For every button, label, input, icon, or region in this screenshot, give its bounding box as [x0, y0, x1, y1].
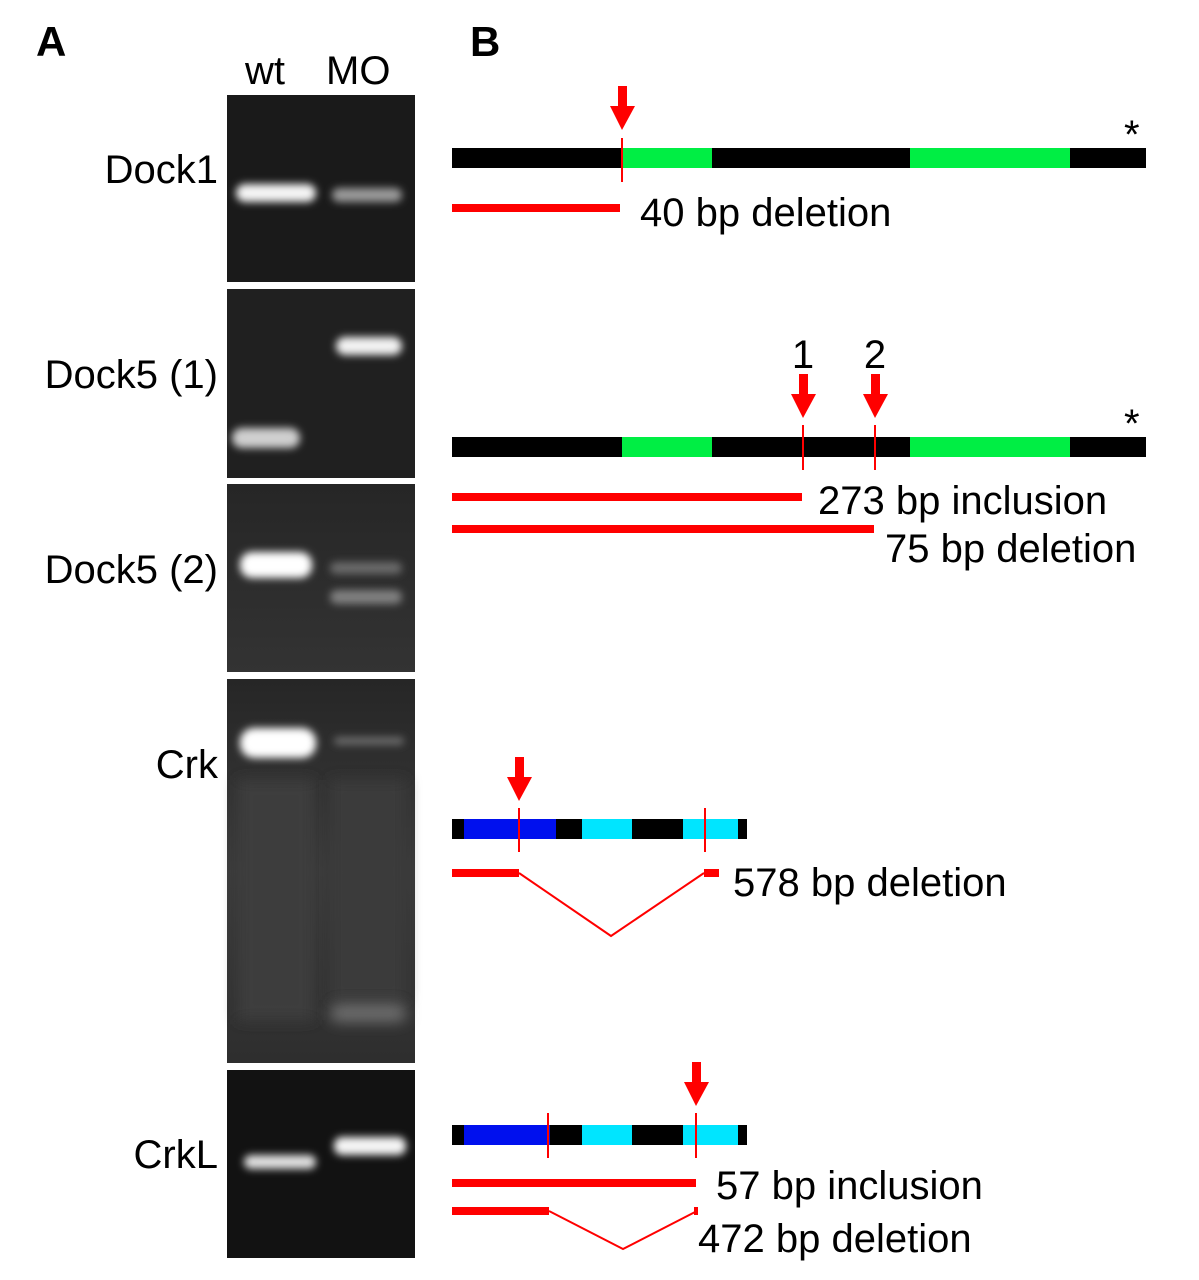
band-mo: [332, 188, 402, 202]
transcript-crk: 578 bp deletion: [452, 757, 1007, 938]
product-note: 40 bp deletion: [640, 191, 891, 235]
gel-label-dock5-2: Dock5 (2): [45, 548, 218, 592]
band-mo-faint: [334, 737, 404, 745]
segment-green: [910, 148, 1070, 168]
band-mo: [334, 1137, 406, 1155]
gel-label-dock5-1: Dock5 (1): [45, 353, 218, 397]
stop-asterisk: *: [1124, 402, 1140, 446]
lane-label-mo: MO: [326, 49, 390, 93]
segment-green: [910, 437, 1070, 457]
splice-connector: [518, 872, 705, 938]
product-note-1: 273 bp inclusion: [818, 479, 1107, 523]
smear-mo: [330, 780, 406, 1000]
segment-green: [622, 148, 712, 168]
band-wt: [236, 184, 316, 202]
down-arrow-icon: [684, 1062, 709, 1106]
segment-cyan: [683, 819, 738, 839]
down-arrow-icon: [791, 374, 816, 418]
down-arrow-icon: [610, 86, 635, 130]
band-mo-low: [330, 1004, 406, 1022]
down-arrow-icon: [507, 757, 532, 801]
band-mo: [336, 337, 402, 355]
product-bar-2-left: [452, 1207, 549, 1215]
product-note: 578 bp deletion: [733, 861, 1007, 905]
band-wt: [244, 1155, 316, 1169]
product-bar-1: [452, 1179, 696, 1187]
gel-dock1: [227, 95, 415, 282]
segment-cyan: [582, 819, 632, 839]
product-bar-1: [452, 493, 802, 501]
band-mo-upper: [330, 562, 402, 574]
gel-crkl: [227, 1070, 415, 1258]
panel-b-label: B: [470, 18, 500, 65]
gel-dock5-2: [227, 484, 415, 672]
gel-label-crkl: CrkL: [134, 1133, 218, 1177]
band-mo-lower: [330, 590, 402, 604]
panel-a-label: A: [36, 18, 66, 65]
segment-cyan: [683, 1125, 738, 1145]
product-note-1: 57 bp inclusion: [716, 1164, 983, 1208]
gel-background: [227, 289, 415, 478]
product-note-2: 472 bp deletion: [698, 1217, 972, 1261]
lane-label-wt: wt: [244, 49, 285, 93]
segment-blue: [464, 1125, 550, 1145]
gel-label-crk: Crk: [156, 743, 219, 787]
band-wt: [232, 428, 300, 448]
gel-dock5-1: [227, 289, 415, 478]
product-bar-2: [452, 525, 874, 533]
site-number-1: 1: [792, 333, 814, 377]
splice-connector: [548, 1210, 698, 1251]
product-note-2: 75 bp deletion: [885, 527, 1136, 571]
band-wt: [240, 552, 312, 578]
segment-blue: [464, 819, 556, 839]
smear-wt: [238, 780, 314, 1020]
gel-crk: [227, 679, 415, 1063]
stop-asterisk: *: [1124, 113, 1140, 157]
product-bar-left: [452, 869, 519, 877]
product-bar-right: [704, 869, 719, 877]
transcript-crkl: 57 bp inclusion 472 bp deletion: [452, 1062, 983, 1261]
transcript-dock1: * 40 bp deletion: [452, 86, 1146, 235]
segment-green: [622, 437, 712, 457]
product-bar: [452, 204, 620, 212]
gel-label-dock1: Dock1: [105, 148, 218, 192]
site-number-2: 2: [864, 333, 886, 377]
down-arrow-icon: [863, 374, 888, 418]
segment-cyan: [582, 1125, 632, 1145]
band-wt: [240, 728, 316, 758]
transcript-dock5: 1 2 * 273 bp inclusion 75 bp deletion: [452, 333, 1146, 571]
